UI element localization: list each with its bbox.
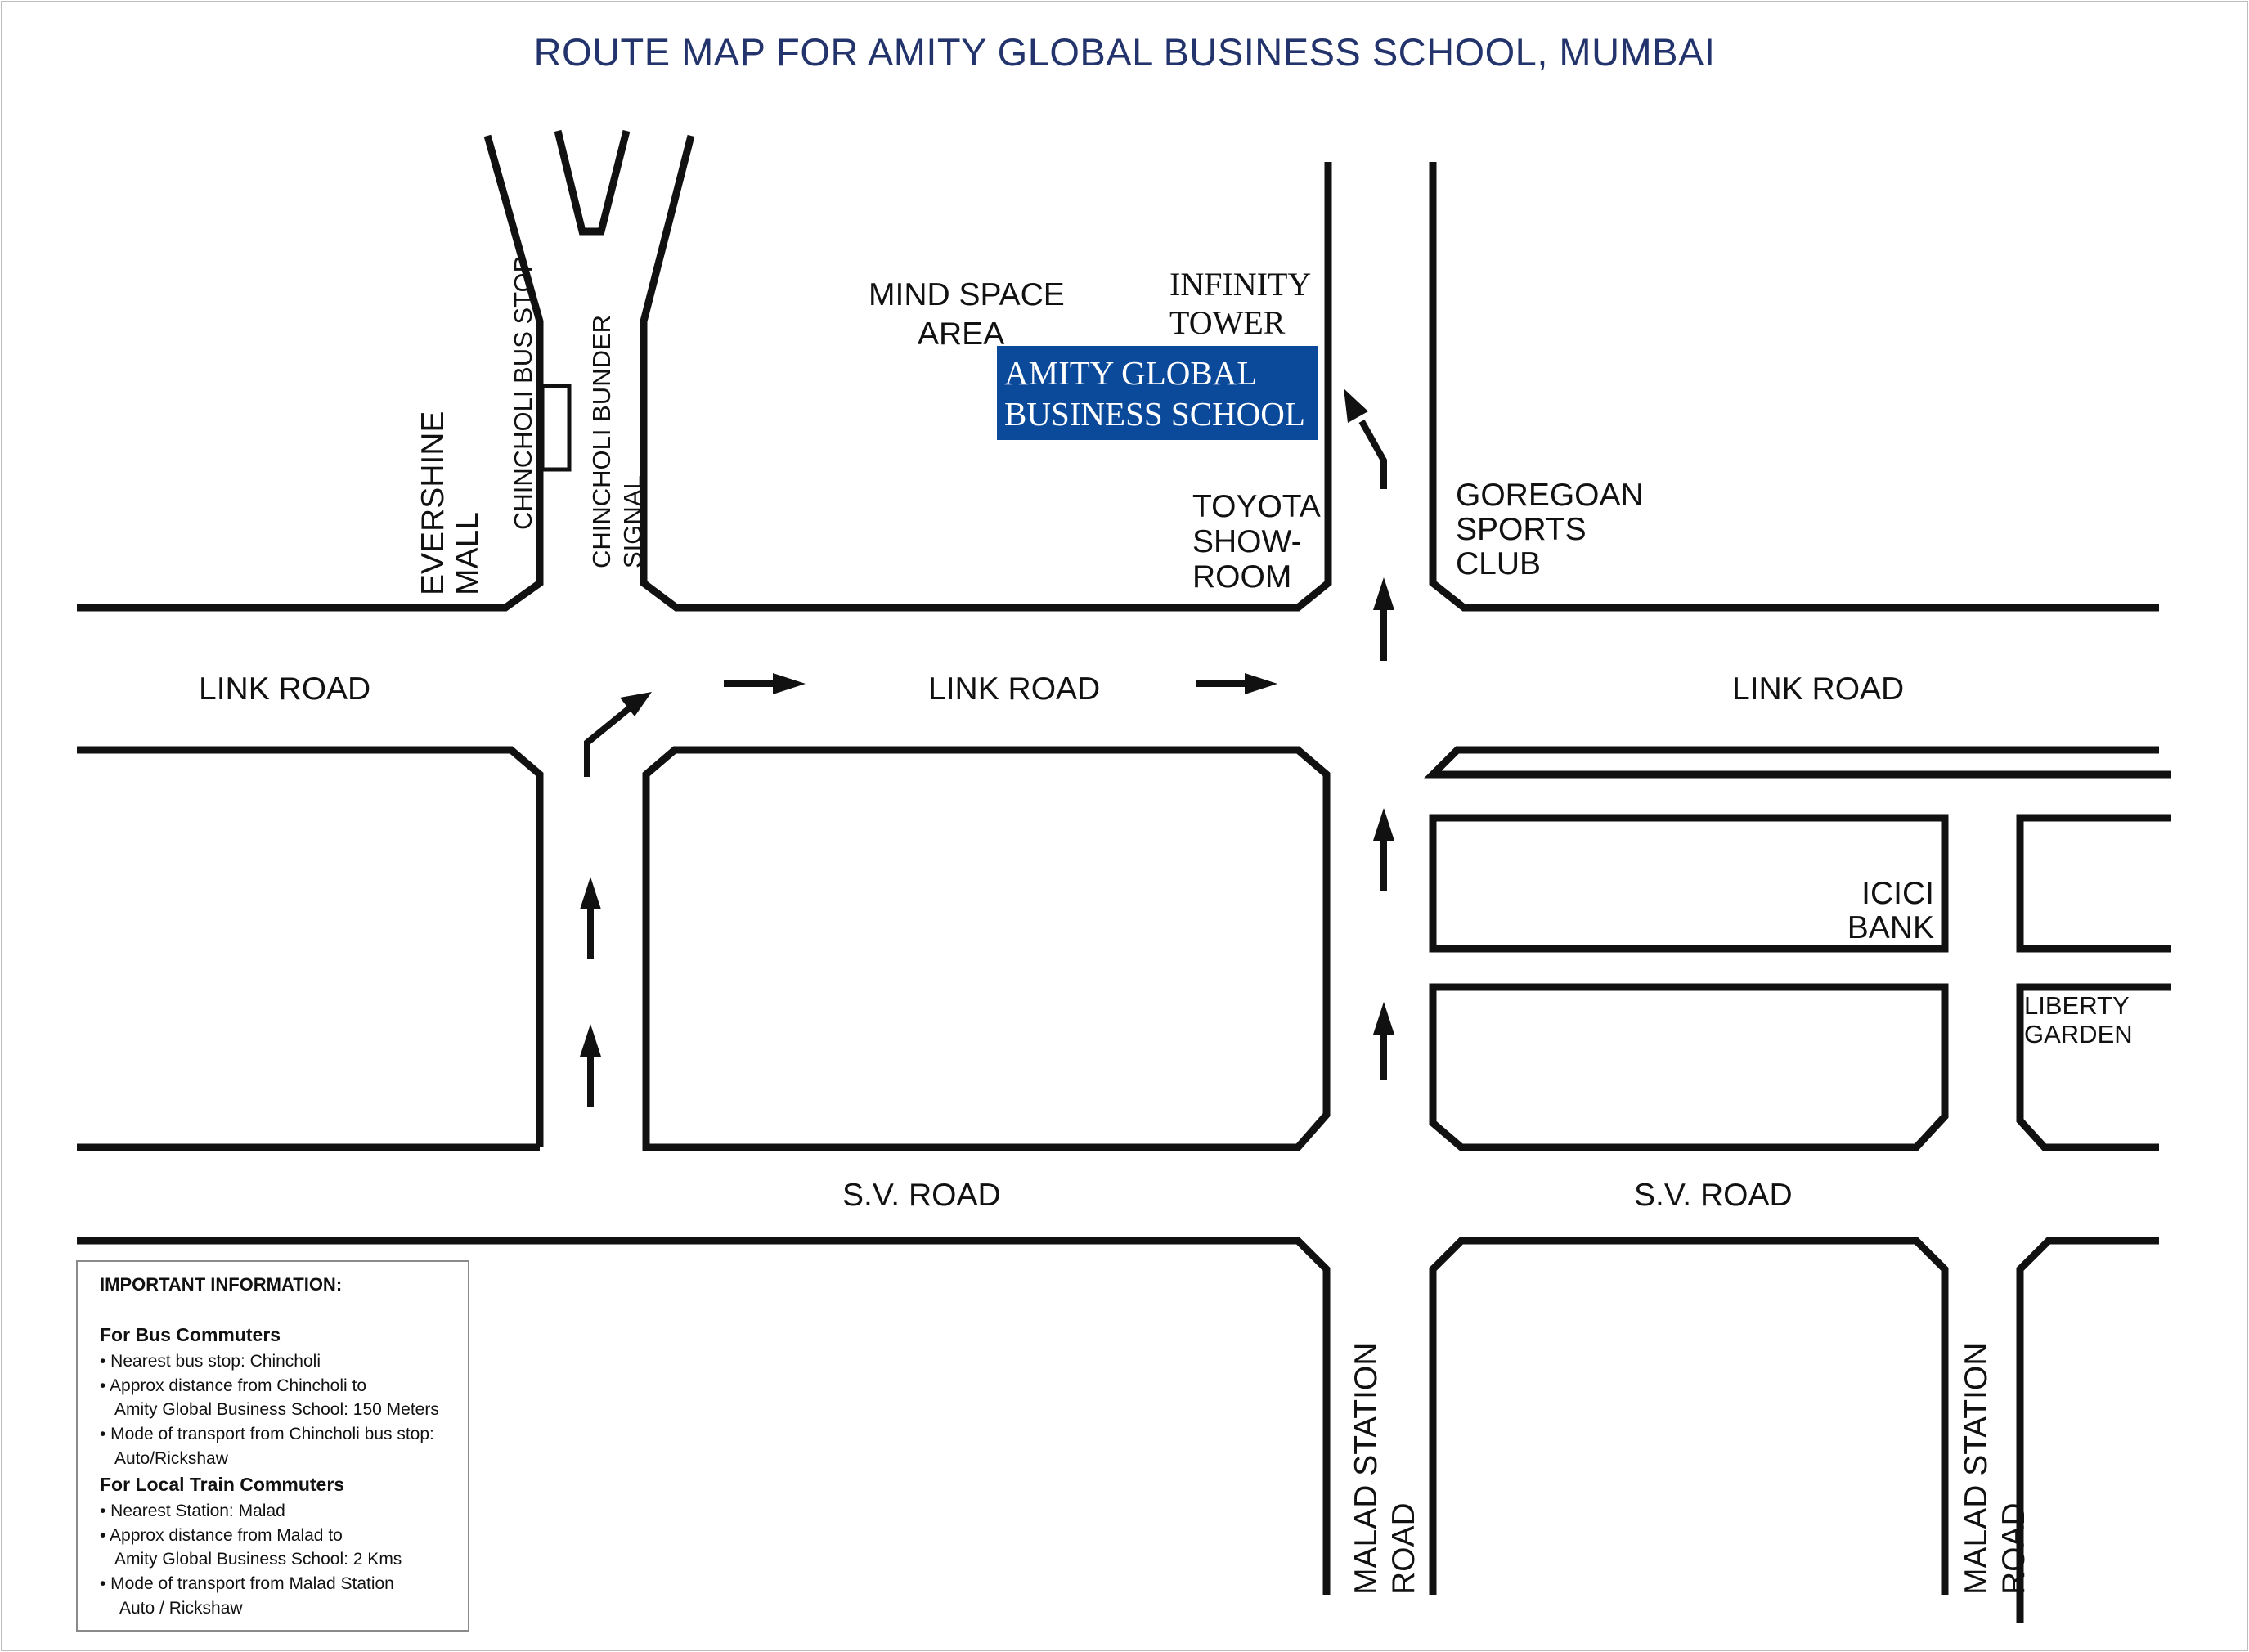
- school-label-line2: BUSINESS SCHOOL: [1004, 395, 1305, 433]
- map-title: ROUTE MAP FOR AMITY GLOBAL BUSINESS SCHO…: [534, 30, 1716, 74]
- mind-space-line2: AREA: [918, 316, 1004, 352]
- link-road-north-edge-west: [77, 134, 544, 612]
- bus-line-4: • Mode of transport from Chincholi bus s…: [100, 1425, 434, 1443]
- train-commuters-title: For Local Train Commuters: [100, 1474, 344, 1495]
- route-arrow-icon: [1373, 808, 1394, 891]
- bus-line-5: Auto/Rickshaw: [114, 1449, 229, 1468]
- route-arrow-icon: [1196, 673, 1277, 694]
- link-road-label-east: LINK ROAD: [1732, 671, 1904, 707]
- block-center: [642, 746, 1331, 1151]
- train-line-5: Auto / Rickshaw: [119, 1599, 243, 1618]
- sv-road-label-east: S.V. ROAD: [1634, 1178, 1793, 1213]
- train-line-4: • Mode of transport from Malad Station: [100, 1574, 394, 1593]
- train-line-2: • Approx distance from Malad to: [100, 1526, 343, 1545]
- link-road-north-edge-middle: [640, 134, 1332, 612]
- road-network: [77, 129, 2171, 1623]
- block-south-east: [1429, 983, 1949, 1151]
- train-line-1: • Nearest Station: Malad: [100, 1502, 285, 1520]
- info-box: [76, 1260, 469, 1632]
- malad-station-road-label-1: MALAD STATION ROAD: [1349, 1343, 1421, 1595]
- icici-bank-line1: ICICI: [1861, 876, 1934, 911]
- toyota-showroom-line3: ROOM: [1192, 559, 1291, 595]
- sv-road-south-edge-middle: [1429, 1237, 1949, 1595]
- route-arrow-icon: [580, 877, 601, 959]
- link-road-south-edge-east: [1424, 746, 2171, 779]
- goregoan-sports-club-line3: CLUB: [1456, 546, 1541, 581]
- info-panel: IMPORTANT INFORMATION: For Bus Commuters…: [76, 1260, 469, 1632]
- road-fork-v: [554, 129, 631, 236]
- train-line-3: Amity Global Business School: 2 Kms: [114, 1550, 402, 1569]
- evershine-mall-line1: EVERSHINE: [415, 411, 451, 595]
- sv-road-south-edge-west: [77, 1237, 1331, 1595]
- link-road-north-edge-east: [1429, 162, 2159, 612]
- link-road-south-edge-west: [77, 746, 544, 1147]
- bus-line-3: Amity Global Business School: 150 Meters: [114, 1400, 439, 1419]
- infinity-tower-line2: TOWER: [1169, 304, 1286, 341]
- malad-station-road-line2: ROAD: [1996, 1502, 2031, 1595]
- route-arrow-icon: [1373, 577, 1394, 661]
- goregoan-sports-club-line2: SPORTS: [1456, 512, 1587, 547]
- chincholi-bunder-line1: CHINCHOLI BUNDER: [587, 315, 616, 568]
- toyota-showroom-line2: SHOW-: [1192, 524, 1302, 559]
- route-arrow-icon: [1344, 388, 1387, 489]
- icici-bank-line2: BANK: [1847, 910, 1934, 945]
- chincholi-bus-stop-label: CHINCHOLI BUS STOP: [509, 256, 537, 530]
- bus-stop-icon: [540, 384, 572, 472]
- school-label-line1: AMITY GLOBAL: [1004, 354, 1257, 392]
- bus-line-2: • Approx distance from Chincholi to: [100, 1376, 366, 1395]
- evershine-mall-line2: MALL: [450, 512, 485, 595]
- route-arrows: [580, 388, 1394, 1107]
- mind-space-line1: MIND SPACE: [869, 277, 1065, 312]
- liberty-garden-line2: GARDEN: [2024, 1020, 2133, 1048]
- block-icici: [1429, 814, 1949, 953]
- route-arrow-icon: [584, 692, 652, 777]
- block-liberty-bottom: [2016, 983, 2171, 1151]
- malad-station-road-line2: ROAD: [1386, 1502, 1421, 1595]
- chincholi-bunder-line2: SIGNAL: [618, 475, 647, 568]
- malad-station-road-label-2: MALAD STATION ROAD: [1959, 1343, 2031, 1595]
- route-arrow-icon: [580, 1024, 601, 1107]
- malad-station-road-line1: MALAD STATION: [1349, 1343, 1384, 1595]
- toyota-showroom-line1: TOYOTA: [1192, 489, 1321, 524]
- sv-road-south-edge-east: [2016, 1237, 2159, 1623]
- route-arrow-icon: [724, 673, 806, 694]
- info-heading: IMPORTANT INFORMATION:: [100, 1274, 342, 1295]
- sv-road-label-west: S.V. ROAD: [842, 1178, 1001, 1213]
- chincholi-bunder-signal-label: CHINCHOLI BUNDER SIGNAL: [587, 315, 647, 568]
- route-arrow-icon: [1373, 1002, 1394, 1080]
- liberty-garden-line1: LIBERTY: [2024, 991, 2130, 1020]
- block-liberty-top: [2016, 814, 2171, 953]
- bus-commuters-title: For Bus Commuters: [100, 1324, 281, 1345]
- malad-station-road-line1: MALAD STATION: [1959, 1343, 1994, 1595]
- evershine-mall-label: EVERSHINE MALL: [415, 411, 485, 595]
- link-road-label-middle: LINK ROAD: [928, 671, 1100, 707]
- bus-line-1: • Nearest bus stop: Chincholi: [100, 1352, 321, 1371]
- goregoan-sports-club-line1: GOREGOAN: [1456, 478, 1644, 513]
- chincholi-bus-stop-text: CHINCHOLI BUS STOP: [509, 256, 537, 530]
- link-road-label-west: LINK ROAD: [199, 671, 370, 707]
- infinity-tower-line1: INFINITY: [1169, 266, 1311, 303]
- school-marker[interactable]: [997, 346, 1318, 440]
